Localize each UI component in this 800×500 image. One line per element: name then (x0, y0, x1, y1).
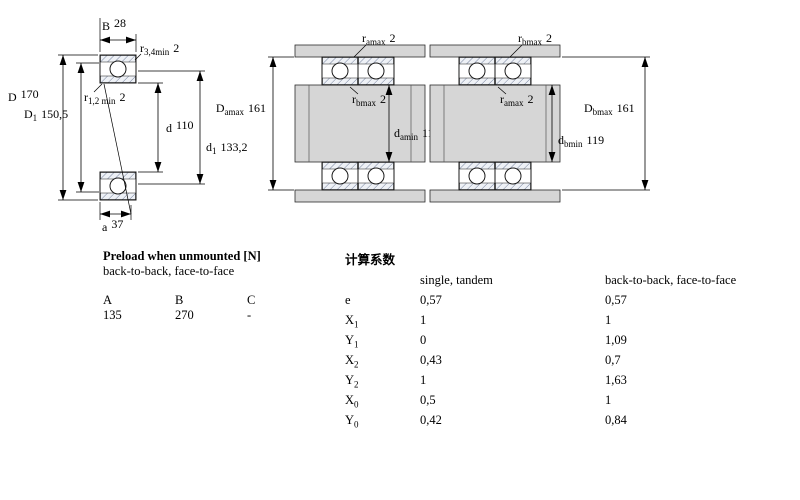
factor-paired-value: 0,7 (605, 352, 621, 367)
factor-single-value: 0 (420, 332, 427, 347)
factor-row-Y2: Y2 1 1,63 (345, 373, 736, 393)
factor-symbol: X0 (345, 393, 359, 410)
factor-symbol: Y0 (345, 413, 359, 430)
housing-bottom (429, 189, 561, 203)
factor-row-Y1: Y1 0 1,09 (345, 333, 736, 353)
preload-value-row: 135 270 - (103, 308, 319, 323)
bearing-section (321, 56, 359, 86)
bearing-section (458, 161, 496, 191)
factor-single-value: 0,5 (420, 393, 436, 408)
factors-header-single: single, tandem (420, 273, 493, 287)
bearing-section (494, 161, 532, 191)
factor-paired-value: 1,63 (605, 372, 627, 387)
factors-header-spacer (345, 273, 420, 289)
preload-title: Preload when unmounted [N] (103, 249, 261, 263)
factor-single-value: 1 (420, 312, 427, 327)
preload-value-C: - (247, 308, 252, 322)
factor-symbol: X2 (345, 352, 359, 370)
bearing-section (321, 161, 359, 191)
factor-row-Y0: Y0 0,42 0,84 (345, 413, 736, 433)
factor-single-value: 0,42 (420, 413, 442, 428)
preload-subtitle: back-to-back, face-to-face (103, 264, 235, 278)
factor-paired-value: 0,57 (605, 292, 627, 307)
factor-single-value: 0,57 (420, 292, 442, 307)
bearing-section-top (99, 54, 137, 84)
factors-title: 计算系数 (345, 253, 396, 267)
factor-row-X1: X1 1 1 (345, 313, 736, 333)
calculation-factors-table: 计算系数 single, tandem back-to-back, face-t… (345, 249, 736, 433)
preload-header-A: A (103, 293, 113, 307)
factor-paired-value: 1,09 (605, 332, 627, 347)
preload-table: Preload when unmounted [N] back-to-back,… (103, 249, 319, 323)
bearing-section-bottom (99, 171, 137, 201)
bearing-section (357, 161, 395, 191)
bearing-section (458, 56, 496, 86)
factor-paired-value: 0,84 (605, 413, 627, 428)
bearing-section (357, 56, 395, 86)
factors-header-row: single, tandem back-to-back, face-to-fac… (345, 273, 736, 289)
factor-single-value: 0,43 (420, 352, 442, 367)
preload-value-A: 135 (103, 308, 122, 322)
factor-single-value: 1 (420, 372, 427, 387)
shaft (294, 84, 426, 163)
factor-row-e: e 0,57 0,57 (345, 293, 736, 313)
preload-header-B: B (175, 293, 184, 307)
factor-symbol: X1 (345, 312, 359, 330)
factor-paired-value: 1 (605, 393, 612, 408)
factor-symbol: e (345, 292, 351, 307)
preload-value-B: 270 (175, 308, 194, 322)
shaft (429, 84, 561, 163)
factor-row-X2: X2 0,43 0,7 (345, 353, 736, 373)
preload-header-C: C (247, 293, 256, 307)
factors-header-paired: back-to-back, face-to-face (605, 273, 737, 287)
contact-angle-line (103, 83, 132, 215)
factor-row-X0: X0 0,5 1 (345, 393, 736, 413)
housing-bottom (294, 189, 426, 203)
factor-paired-value: 1 (605, 312, 612, 327)
factor-symbol: Y1 (345, 332, 359, 350)
bearing-section (494, 56, 532, 86)
preload-header-row: A B C (103, 293, 319, 308)
factor-symbol: Y2 (345, 372, 359, 390)
